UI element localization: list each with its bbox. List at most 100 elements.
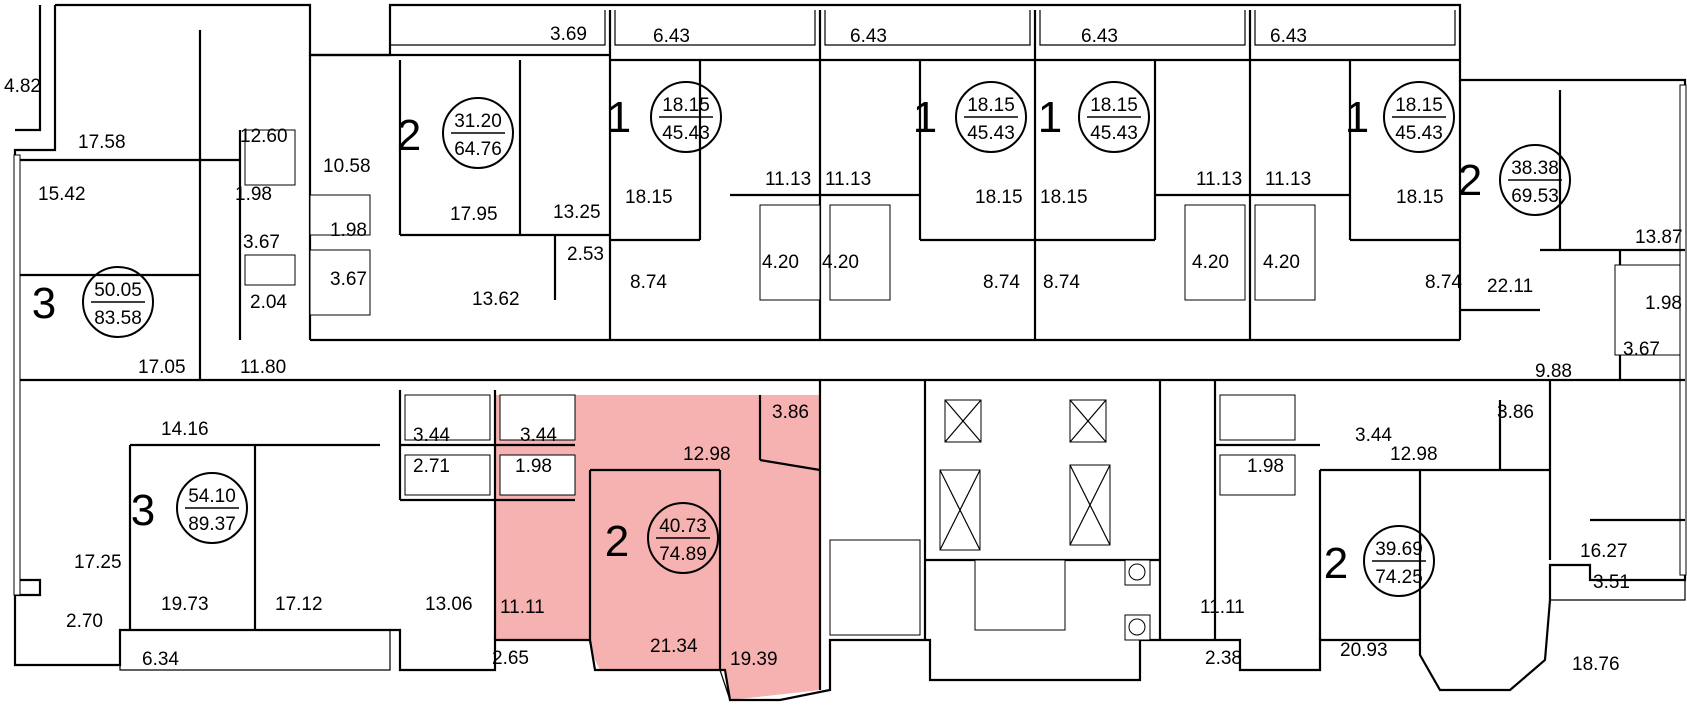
room-area-label: 3.69 <box>550 24 587 45</box>
apartment-room-count: 3 <box>131 486 155 535</box>
room-area-label: 11.11 <box>500 597 545 618</box>
balconies <box>119 5 1686 701</box>
room-area-label: 4.20 <box>1263 252 1300 273</box>
highlighted-apartment[interactable] <box>495 395 820 700</box>
room-area-label: 3.86 <box>1497 402 1534 423</box>
apartment-area-circle <box>955 81 1027 153</box>
apartment-living-area: 40.73 <box>659 516 707 537</box>
room-area-label: 2.70 <box>66 611 103 632</box>
apartment-marker[interactable]: 2 38.38 69.53 <box>1458 144 1571 216</box>
room-area-label: 13.87 <box>1635 227 1683 248</box>
room-area-label: 11.13 <box>825 169 871 190</box>
apartment-room-count: 3 <box>32 279 56 328</box>
room-area-label: 18.15 <box>625 187 673 208</box>
room-area-label: 15.42 <box>38 184 86 205</box>
apartment-total-area: 89.37 <box>188 514 236 535</box>
apartment-room-count: 1 <box>913 93 937 142</box>
room-area-label: 13.62 <box>472 289 520 310</box>
room-area-label: 22.11 <box>1487 276 1533 297</box>
room-area-label: 3.44 <box>413 425 450 446</box>
area-labels: 4.8217.5815.4212.601.983.672.0410.581.98… <box>4 24 1683 675</box>
apartment-living-area: 38.38 <box>1511 158 1559 179</box>
room-area-label: 4.20 <box>822 252 859 273</box>
apartment-total-area: 74.89 <box>659 544 707 565</box>
room-area-label: 3.44 <box>1355 425 1392 446</box>
room-area-label: 10.58 <box>323 156 371 177</box>
room-area-label: 20.93 <box>1340 640 1388 661</box>
room-area-label: 16.27 <box>1580 541 1628 562</box>
room-area-label: 8.74 <box>630 272 667 293</box>
room-area-label: 18.15 <box>975 187 1023 208</box>
apartment-area-circle <box>1383 81 1455 153</box>
apartment-marker[interactable]: 1 18.15 45.43 <box>1038 81 1150 153</box>
apartment-total-area: 45.43 <box>1090 123 1138 144</box>
apartment-area-circle <box>647 502 719 574</box>
apartment-area-circle <box>1499 144 1571 216</box>
outer-walls <box>13 3 1687 702</box>
room-area-label: 17.95 <box>450 204 498 225</box>
room-area-label: 4.20 <box>1192 252 1229 273</box>
room-area-label: 3.67 <box>1623 339 1660 360</box>
room-area-label: 3.44 <box>520 425 557 446</box>
room-area-label: 1.98 <box>235 184 272 205</box>
apartment-living-area: 54.10 <box>188 486 236 507</box>
room-area-label: 12.98 <box>683 444 731 465</box>
room-area-label: 6.43 <box>1270 26 1307 47</box>
room-area-label: 6.43 <box>850 26 887 47</box>
apartment-total-area: 83.58 <box>94 308 142 329</box>
room-area-label: 6.43 <box>653 26 690 47</box>
apartment-room-count: 1 <box>1345 93 1369 142</box>
room-area-label: 19.39 <box>730 649 778 670</box>
room-area-label: 3.86 <box>772 402 809 423</box>
room-area-label: 11.11 <box>1200 597 1245 618</box>
apartment-total-area: 45.43 <box>662 123 710 144</box>
room-area-label: 18.15 <box>1040 187 1088 208</box>
apartment-room-count: 1 <box>607 93 631 142</box>
room-area-label: 2.38 <box>1205 648 1242 669</box>
room-area-label: 3.51 <box>1593 572 1630 593</box>
apartment-area-circle <box>442 97 514 169</box>
apartment-marker[interactable]: 3 54.10 89.37 <box>131 472 248 544</box>
room-area-label: 9.88 <box>1535 361 1572 382</box>
apartment-room-count: 2 <box>397 111 421 160</box>
apartment-total-area: 45.43 <box>967 123 1015 144</box>
room-area-label: 12.98 <box>1390 444 1438 465</box>
apartment-total-area: 64.76 <box>454 139 502 160</box>
room-area-label: 2.53 <box>567 244 604 265</box>
apartment-marker[interactable]: 2 40.73 74.89 <box>605 502 719 574</box>
room-area-label: 8.74 <box>1425 272 1462 293</box>
room-area-label: 19.73 <box>161 594 209 615</box>
apartment-total-area: 69.53 <box>1511 186 1559 207</box>
room-area-label: 3.67 <box>330 269 367 290</box>
room-area-label: 1.98 <box>1645 293 1682 314</box>
room-area-label: 11.13 <box>1265 169 1311 190</box>
room-area-label: 14.16 <box>161 419 209 440</box>
room-area-label: 21.34 <box>650 636 698 657</box>
room-area-label: 17.05 <box>138 357 186 378</box>
room-area-label: 1.98 <box>1247 456 1284 477</box>
room-area-label: 1.98 <box>330 220 367 241</box>
room-area-label: 13.25 <box>553 202 601 223</box>
room-area-label: 2.65 <box>492 648 529 669</box>
apartment-total-area: 74.25 <box>1375 567 1423 588</box>
room-area-label: 18.76 <box>1572 654 1620 675</box>
bathroom-fixtures <box>244 129 1681 496</box>
apartment-area-circle <box>1363 525 1435 597</box>
apartment-room-count: 1 <box>1038 93 1062 142</box>
apartment-room-count: 2 <box>1458 156 1482 205</box>
room-area-label: 2.71 <box>413 456 450 477</box>
apartment-living-area: 18.15 <box>1090 95 1138 116</box>
room-area-label: 11.13 <box>1196 169 1242 190</box>
apartment-total-area: 45.43 <box>1395 123 1443 144</box>
apartment-room-count: 2 <box>605 517 629 566</box>
room-area-label: 3.67 <box>243 232 280 253</box>
room-area-label: 11.80 <box>240 357 286 378</box>
